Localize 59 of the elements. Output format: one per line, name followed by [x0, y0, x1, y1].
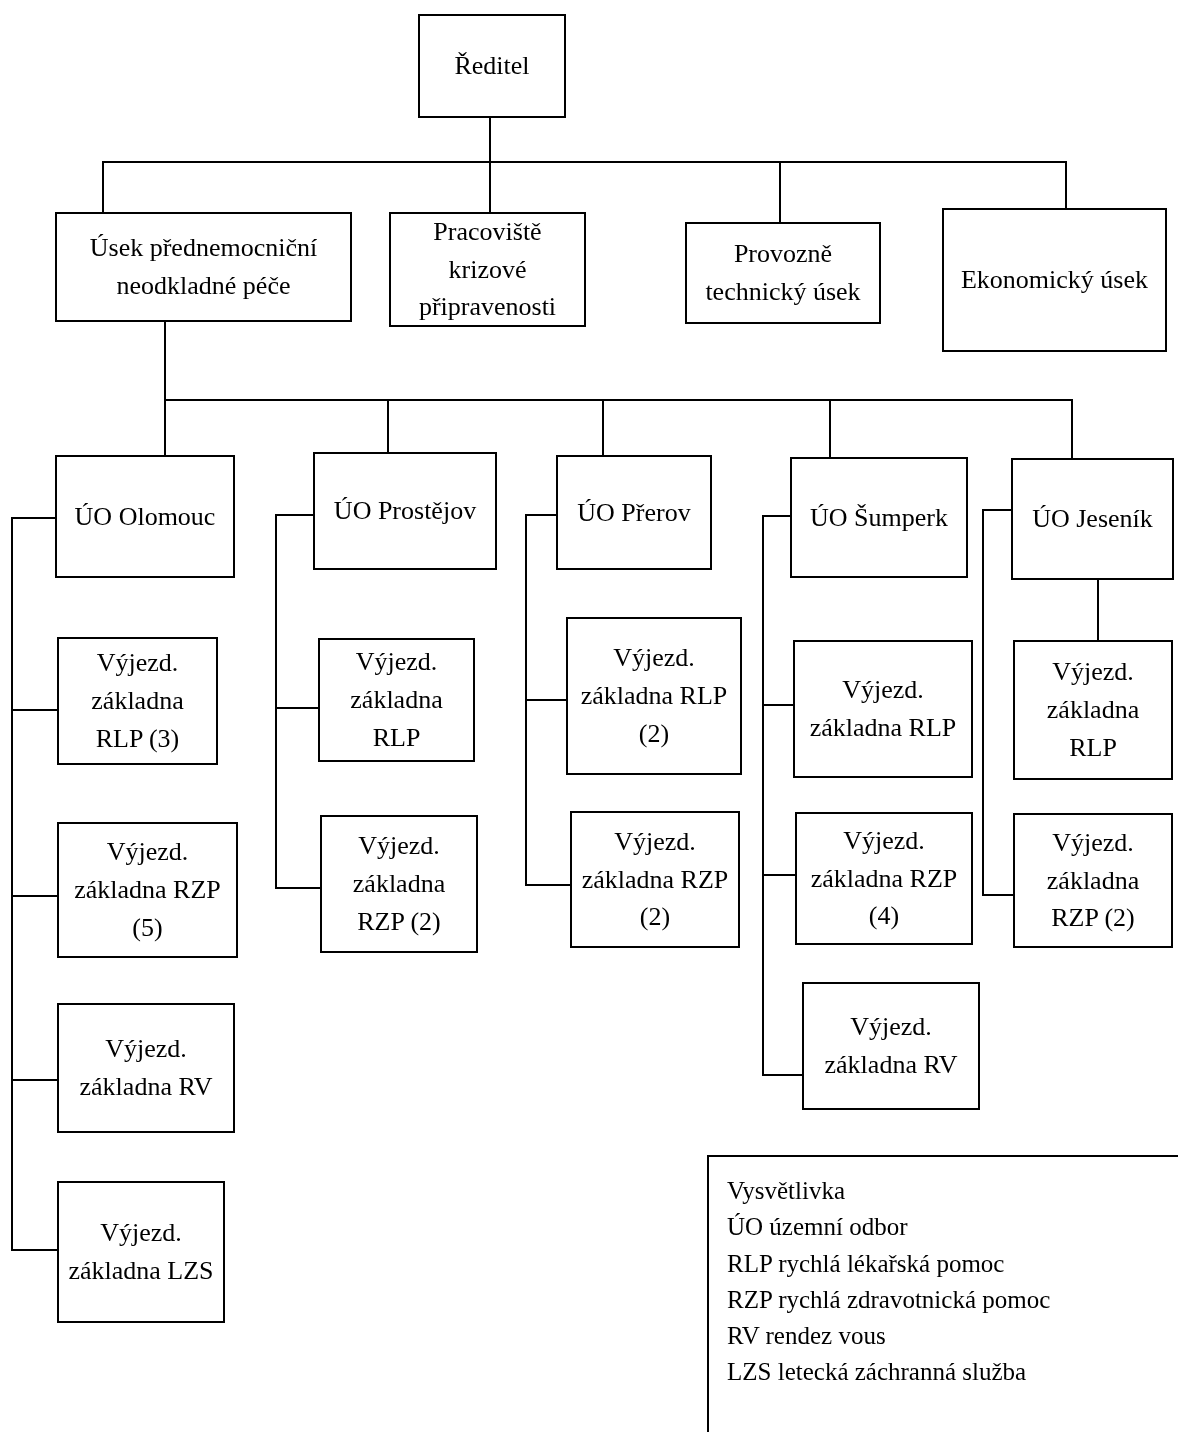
- org-unit-box: [1011, 458, 1174, 580]
- org-unit-box: [55, 455, 235, 578]
- unit-name: Výjezd. základna LZS: [67, 1217, 215, 1287]
- org-unit-box: [57, 637, 218, 765]
- unit-name: Výjezd. základna RLP: [808, 674, 958, 744]
- org-unit-box: [795, 812, 973, 945]
- org-unit-box: [57, 1181, 225, 1323]
- unit-name: Ředitel: [454, 50, 530, 83]
- unit-name: ÚO Olomouc: [74, 500, 216, 533]
- unit-name: Úsek přednemocniční neodkladné péče: [88, 232, 319, 302]
- legend-box: [707, 1155, 1178, 1432]
- org-unit-box: [318, 638, 475, 762]
- org-unit-box: [556, 455, 712, 570]
- unit-name: Výjezd. základna RV: [78, 1033, 214, 1103]
- connector-line: [525, 514, 571, 886]
- unit-name: Pracoviště krizové připravenosti: [417, 215, 558, 324]
- unit-name: Výjezd. základna RZP (2): [1045, 826, 1141, 935]
- org-unit-box: [942, 208, 1167, 352]
- org-unit-box: [55, 212, 352, 322]
- unit-name: Výjezd. základna RLP: [349, 646, 444, 754]
- unit-name: Výjezd. základna RZP (4): [809, 824, 959, 933]
- unit-name: ÚO Jeseník: [1032, 503, 1153, 536]
- legend-title: Vysvětlivka: [727, 1176, 846, 1206]
- unit-name: Výjezd. základna RLP (2): [579, 642, 729, 750]
- connector-line: [275, 514, 321, 889]
- legend-entry: ÚO územní odbor: [727, 1212, 908, 1243]
- legend-entry: RZP rychlá zdravotnická pomoc: [727, 1284, 1051, 1315]
- connector-line: [11, 517, 58, 1251]
- org-unit-box: [320, 815, 478, 953]
- org-unit-box: [566, 617, 742, 775]
- org-unit-box: [570, 811, 740, 948]
- org-unit-box: [389, 212, 586, 327]
- org-unit-box: [793, 640, 973, 778]
- legend-entry: LZS letecká záchranná služba: [727, 1357, 1027, 1388]
- org-unit-box: [1013, 640, 1173, 780]
- unit-name: Výjezd. základna RLP (3): [90, 647, 185, 755]
- unit-name: ÚO Šumperk: [810, 501, 948, 534]
- org-unit-box: [685, 222, 881, 324]
- unit-name: Výjezd. základna RV: [823, 1011, 959, 1081]
- legend-entry: RLP rychlá lékařská pomoc: [727, 1248, 1005, 1279]
- org-unit-box: [418, 14, 566, 118]
- connector-line: [762, 515, 803, 1076]
- org-unit-box: [57, 822, 238, 958]
- org-unit-box: [313, 452, 497, 570]
- unit-name: Ekonomický úsek: [961, 264, 1148, 297]
- org-unit-box: [802, 982, 980, 1110]
- unit-name: Výjezd. základna RLP: [1045, 656, 1141, 764]
- org-unit-box: [57, 1003, 235, 1133]
- unit-name: Výjezd. základna RZP (5): [73, 836, 222, 944]
- unit-name: Provozně technický úsek: [704, 238, 862, 308]
- unit-name: ÚO Prostějov: [333, 495, 477, 528]
- unit-name: ÚO Přerov: [577, 496, 691, 529]
- org-unit-box: [1013, 813, 1173, 948]
- connector-line: [1097, 579, 1099, 641]
- org-unit-box: [790, 457, 968, 578]
- unit-name: Výjezd. základna RZP (2): [580, 825, 730, 934]
- connector-line: [982, 509, 1014, 896]
- unit-name: Výjezd. základna RZP (2): [351, 830, 447, 938]
- legend-entry: RV rendez vous: [727, 1321, 886, 1351]
